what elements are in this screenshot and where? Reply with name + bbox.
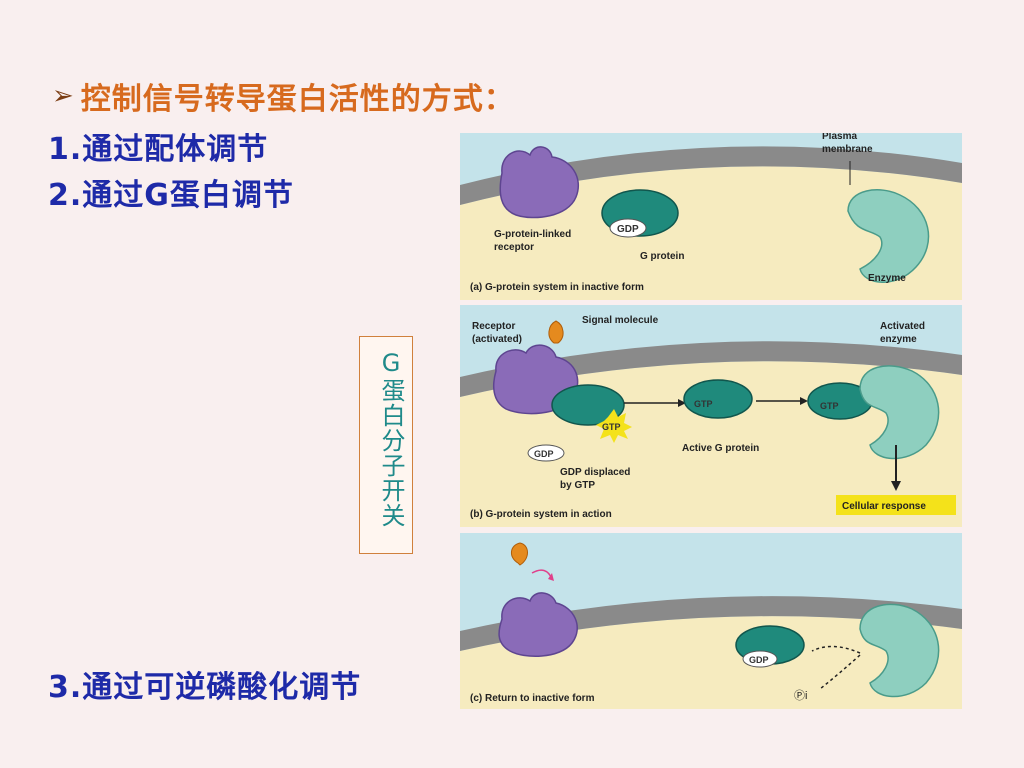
panel-a-enzyme-shape bbox=[847, 189, 930, 283]
panel-c-receptor-shape bbox=[498, 592, 578, 657]
panel-a-gdp-label: GDP bbox=[617, 224, 639, 235]
bullet-arrow-icon: ➢ bbox=[52, 81, 75, 111]
panel-b-gtp-label-2: GTP bbox=[694, 399, 713, 409]
panel-c-signal-shape bbox=[511, 542, 528, 566]
panel-b-gtp-label-3: GTP bbox=[820, 401, 839, 411]
g-protein-switch-box: G蛋白分子开关 bbox=[359, 336, 413, 554]
panel-c-phosphate-label: Ⓟi bbox=[794, 689, 807, 702]
panel-b-signal-label: Signal molecule bbox=[582, 315, 659, 326]
panel-b-membrane bbox=[460, 341, 962, 397]
panel-b-arrowhead-2 bbox=[800, 397, 808, 405]
list-item-g-protein: 2.通过G蛋白调节 bbox=[48, 178, 294, 213]
panel-b-gtp-burst-1 bbox=[596, 409, 632, 443]
membrane-label-line1: Plasma bbox=[822, 133, 857, 142]
panel-a-membrane-label: Plasma membrane bbox=[822, 133, 873, 155]
panel-a-gdp-shape bbox=[609, 218, 647, 238]
panel-b-gtp-label-1: GTP bbox=[602, 422, 621, 432]
panel-b-response-arrowhead bbox=[891, 481, 901, 491]
membrane-label-line2: membrane bbox=[822, 144, 873, 155]
panel-b-active-g-shape bbox=[683, 379, 753, 419]
panel-c-membrane bbox=[460, 596, 962, 651]
panel-a-receptor-shape bbox=[499, 146, 579, 219]
slide-heading: ➢ 控制信号转导蛋白活性的方式： bbox=[52, 74, 515, 118]
panel-b-active-g-label: Active G protein bbox=[682, 443, 759, 454]
panel-a-enzyme-label: Enzyme bbox=[868, 273, 906, 284]
panel-a-g-protein-label: G protein bbox=[640, 251, 684, 262]
panel-c-caption: (c) Return to inactive form bbox=[470, 693, 595, 704]
panel-b-gdp-shape bbox=[527, 444, 565, 462]
panel-c-return-arrow-1 bbox=[811, 645, 861, 654]
panel-b-signal-shape bbox=[548, 320, 564, 344]
panel-b-response-label: Cellular response bbox=[842, 501, 926, 512]
list-item-phosphorylation: 3.通过可逆磷酸化调节 bbox=[48, 670, 362, 705]
panel-b-g-protein-shape bbox=[551, 384, 625, 426]
panel-c-enzyme-shape bbox=[859, 603, 940, 698]
panel-c-cytoplasm bbox=[460, 616, 962, 709]
list-item-ligand: 1.通过配体调节 bbox=[48, 132, 269, 167]
heading-text: 控制信号转导蛋白活性的方式： bbox=[80, 82, 515, 117]
panel-c: GDP Ⓟi (c) Return to inactive form bbox=[460, 533, 962, 709]
panel-c-gdp-shape bbox=[742, 650, 778, 668]
panel-b-receptor-label: Receptor(activated) bbox=[472, 321, 522, 345]
panel-a-membrane bbox=[460, 146, 962, 205]
panel-b-caption: (b) G-protein system in action bbox=[470, 509, 612, 520]
panel-c-release-arrowhead bbox=[548, 573, 554, 581]
panel-b: GTP GDP GTP GTP Cellular response Recept… bbox=[460, 305, 962, 527]
panel-b-arrowhead-1 bbox=[678, 399, 686, 407]
panel-a-cytoplasm bbox=[460, 166, 962, 300]
panel-b-response-box bbox=[836, 495, 956, 515]
panel-b-enzyme-shape bbox=[859, 365, 940, 460]
panel-a-caption: (a) G-protein system in inactive form bbox=[470, 282, 644, 293]
panel-c-gdp-label: GDP bbox=[749, 655, 769, 665]
panel-b-gdp-label: GDP bbox=[534, 449, 554, 459]
panel-c-return-arrow-2 bbox=[819, 654, 861, 690]
g-protein-switch-label: G蛋白分子开关 bbox=[377, 349, 405, 528]
